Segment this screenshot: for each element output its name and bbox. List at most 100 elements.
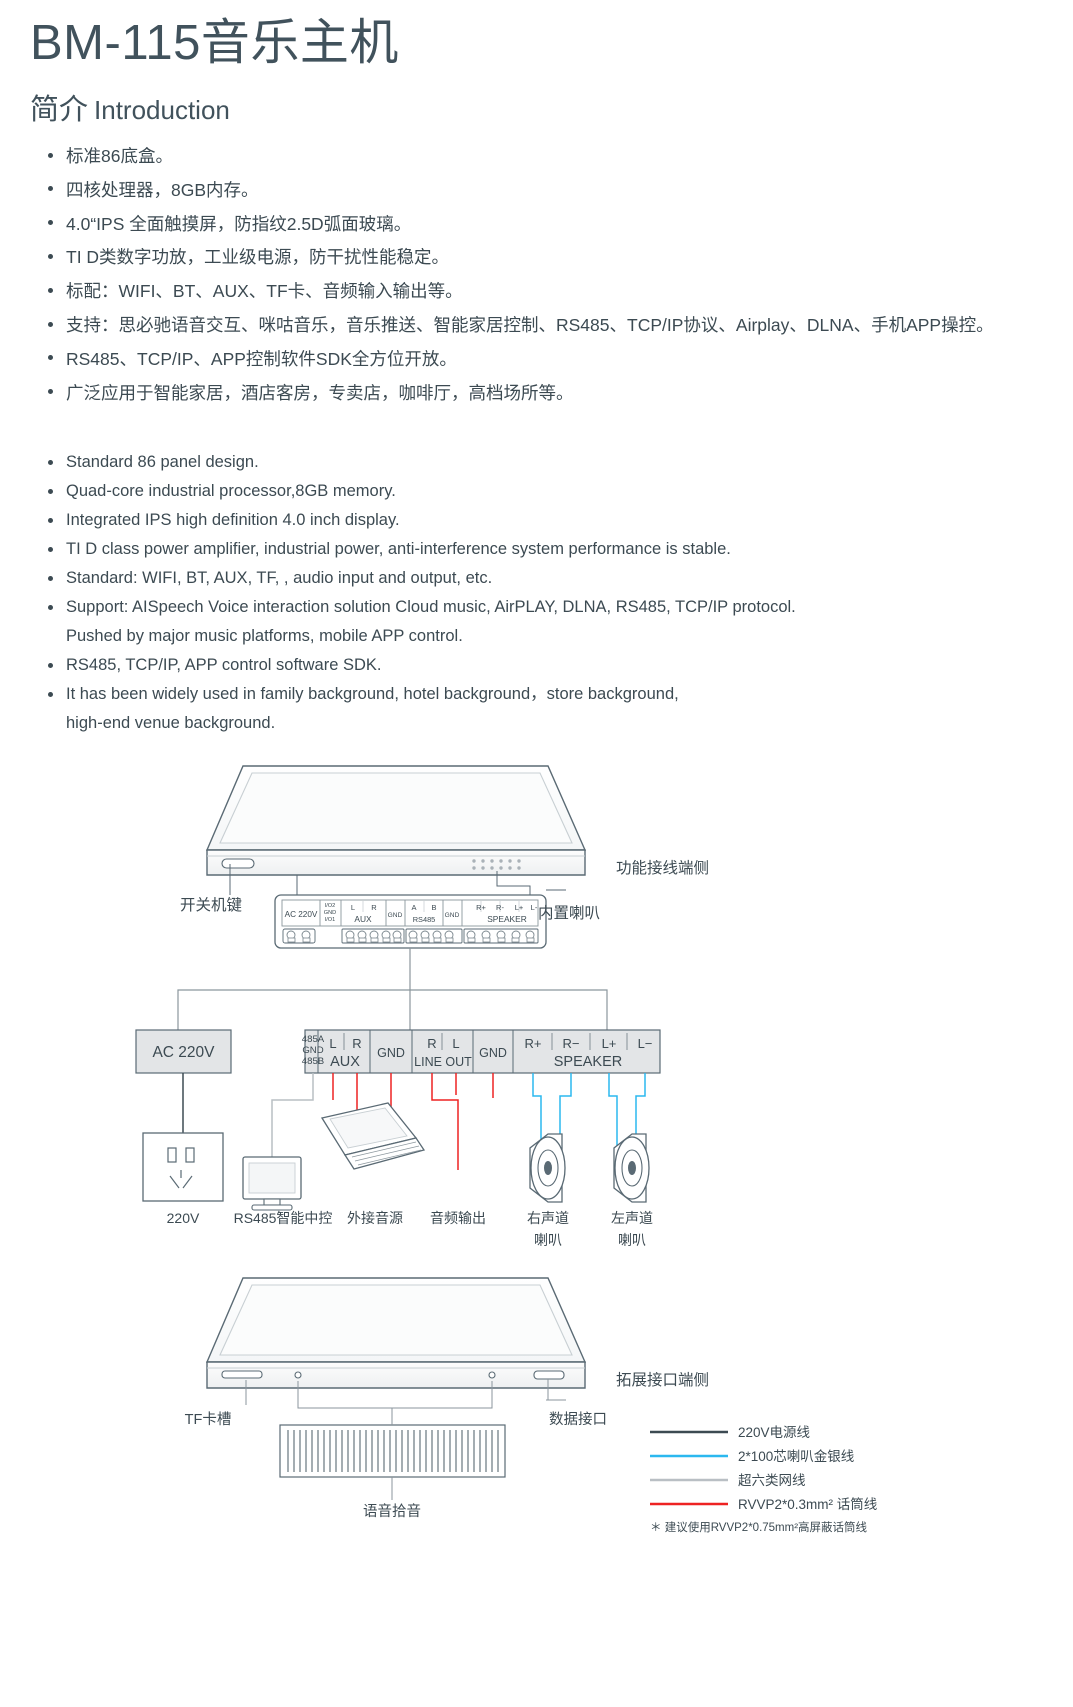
list-item: 四核处理器，8GB内存。: [30, 174, 1040, 208]
caption-controller: RS485智能中控: [234, 1210, 333, 1226]
terminal-pin-aux-r: R: [371, 903, 377, 912]
list-item: 支持：思必驰语音交互、咪咕音乐，音乐推送、智能家居控制、RS485、TCP/IP…: [30, 309, 1040, 343]
mic-vent-block: [279, 1424, 506, 1478]
terminal-label-io-gnd: GND: [324, 910, 336, 916]
caption-laptop: 外接音源: [347, 1210, 403, 1226]
list-item: 标配：WIFI、BT、AUX、TF卡、音频输入输出等。: [30, 275, 1040, 309]
list-item-line2: high-end venue background.: [66, 714, 276, 732]
wire-rs485: [271, 1073, 314, 1157]
features-list-cn: 标准86底盒。 四核处理器，8GB内存。 4.0“IPS 全面触摸屏，防指纹2.…: [30, 140, 1040, 410]
terminal-label-io1: I/O1: [325, 917, 336, 923]
legend: 220V电源线 2*100芯喇叭金银线 超六类网线 RVVP2*0.3mm² 话…: [650, 1425, 877, 1534]
top-device-illustration: [205, 765, 587, 876]
tf-card-slot: [221, 1370, 263, 1379]
bar-label-gnd-2: GND: [479, 1046, 507, 1060]
bar-pin-aux-l: L: [329, 1036, 336, 1051]
list-item: Support: AISpeech Voice interaction solu…: [30, 593, 1040, 651]
terminal-pin-485a: A: [411, 903, 416, 912]
list-item-line1: It has been widely used in family backgr…: [66, 685, 679, 703]
bottom-device-illustration: [205, 1277, 587, 1478]
wire-spk-rp: [532, 1073, 542, 1148]
terminal-label-aux: AUX: [354, 914, 372, 924]
rs485-controller-icon: [242, 1156, 302, 1211]
terminal-pin-rp: R+: [476, 903, 486, 912]
legend-label-power: 220V电源线: [738, 1425, 810, 1440]
terminal-label-gnd-1: GND: [388, 912, 403, 919]
wire-lineout-r: [431, 1073, 459, 1170]
terminal-label-gnd-2: GND: [445, 912, 460, 919]
bar-pin-rp: R+: [525, 1036, 542, 1051]
legend-label-mic: RVVP2*0.3mm² 话筒线: [738, 1496, 877, 1512]
terminal-strip: [304, 1029, 661, 1074]
callout-data-port: 数据接口: [549, 1411, 607, 1428]
data-port: [533, 1370, 565, 1380]
caption-audio-output: 音频输出: [430, 1210, 486, 1226]
terminal-pin-rm: R-: [496, 903, 504, 912]
caption-left-speaker-line2: 喇叭: [618, 1232, 646, 1248]
list-item: 标准86底盒。: [30, 140, 1040, 174]
list-item: Standard: WIFI, BT, AUX, TF, , audio inp…: [30, 564, 1040, 593]
screw-right: [488, 1371, 496, 1379]
list-item: Integrated IPS high definition 4.0 inch …: [30, 506, 1040, 535]
bar-pin-lineout-l: L: [452, 1036, 459, 1051]
wall-socket-icon: [142, 1132, 224, 1202]
drop-wires: [182, 1073, 646, 1170]
terminal-pin-485b: B: [431, 903, 436, 912]
terminal-pin-lm: L-: [531, 903, 538, 912]
bar-label-gnd-485: GND: [302, 1045, 323, 1056]
terminal-pin-lp: L+: [515, 903, 524, 912]
legend-label-network: 超六类网线: [738, 1473, 806, 1488]
caption-left-speaker-line1: 左声道: [611, 1210, 653, 1226]
list-item: TI D class power amplifier, industrial p…: [30, 535, 1040, 564]
list-item-line2: Pushed by major music platforms, mobile …: [66, 627, 463, 645]
wiring-bar: AC 220V 485A GND 485B L R AUX: [135, 1029, 661, 1074]
screw-terminals: [282, 928, 539, 944]
bar-label-lineout: LINE OUT: [414, 1055, 472, 1069]
list-item: 4.0“IPS 全面触摸屏，防指纹2.5D弧面玻璃。: [30, 208, 1040, 242]
terminal-label-ac: AC 220V: [285, 910, 318, 919]
top-device-terminal-block: AC 220V I/O2 GND I/O1 L R AUX GND A B RS…: [274, 894, 547, 949]
mic-holes: [472, 859, 521, 870]
bar-pin-rm: R−: [563, 1036, 580, 1051]
bar-label-485a: 485A: [302, 1034, 325, 1045]
left-speaker-icon: [613, 1133, 650, 1203]
bar-label-speaker: SPEAKER: [554, 1054, 623, 1070]
callout-function-side: 功能接线端侧: [616, 859, 709, 877]
wire-spk-lm: [635, 1073, 646, 1148]
wire-spk-rm: [559, 1073, 572, 1148]
list-item: It has been widely used in family backgr…: [30, 680, 1040, 738]
laptop-icon: [320, 1102, 426, 1170]
bottom-device-leaders: [245, 1379, 566, 1500]
bar-pin-lineout-r: R: [427, 1036, 436, 1051]
right-speaker-icon: [529, 1133, 566, 1203]
callout-builtin-speaker: 内置喇叭: [538, 904, 600, 922]
bar-pin-lp: L+: [602, 1036, 617, 1051]
section-heading-en: Introduction: [94, 95, 230, 125]
terminal-label-rs485: RS485: [413, 915, 436, 924]
legend-label-speaker: 2*100芯喇叭金银线: [738, 1449, 854, 1464]
bar-label-485b: 485B: [302, 1056, 324, 1067]
list-item: 广泛应用于智能家居，酒店客房，专卖店，咖啡厅，高档场所等。: [30, 377, 1040, 411]
caption-socket: 220V: [167, 1210, 200, 1226]
list-item: RS485、TCP/IP、APP控制软件SDK全方位开放。: [30, 343, 1040, 377]
callout-power-key: 开关机键: [180, 896, 242, 914]
wiring-tree: [177, 948, 608, 1030]
callout-expansion-side: 拓展接口端侧: [616, 1371, 709, 1389]
terminal-pin-aux-l: L: [351, 903, 355, 912]
mic-vent-slots: [287, 1430, 499, 1472]
callout-voice-pickup: 语音拾音: [363, 1503, 421, 1520]
section-heading-cn: 简介: [30, 94, 89, 126]
features-list-en: Standard 86 panel design. Quad-core indu…: [30, 448, 1040, 738]
wire-spk-lp: [608, 1073, 618, 1148]
list-item: Quad-core industrial processor,8GB memor…: [30, 477, 1040, 506]
terminal-label-io2: I/O2: [325, 903, 336, 909]
terminal-label-speaker: SPEAKER: [487, 914, 527, 924]
bar-pin-lm: L−: [638, 1036, 653, 1051]
power-key-slot: [221, 858, 255, 869]
ac-220v-label: AC 220V: [152, 1044, 215, 1061]
wiring-diagram: AC 220V I/O2 GND I/O1 L R AUX GND A B RS…: [0, 740, 1073, 1700]
ac-220v-box: [135, 1029, 232, 1074]
page-title: BM-115音乐主机: [30, 16, 399, 70]
